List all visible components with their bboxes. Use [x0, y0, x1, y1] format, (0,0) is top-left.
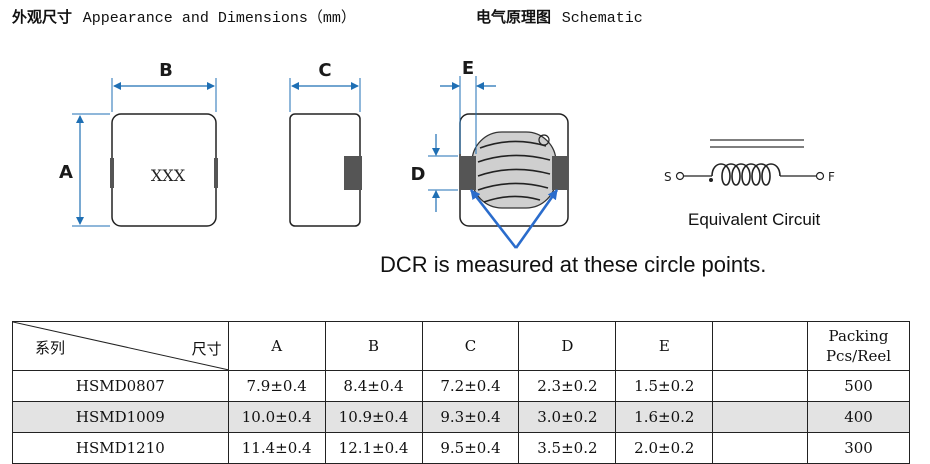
- table-row: HSMD0807 7.9±0.4 8.4±0.4 7.2±0.4 2.3±0.2…: [12, 370, 910, 402]
- value-cell-d: 3.5±0.2: [518, 432, 617, 464]
- series-cell: HSMD1009: [12, 401, 229, 433]
- value-cell-blank: [712, 401, 809, 433]
- value-cell-b: 10.9±0.4: [324, 401, 423, 433]
- dcr-note: DCR is measured at these circle points.: [380, 252, 767, 277]
- coil-view: E D: [411, 58, 569, 249]
- top-view-right-terminal: [214, 158, 218, 188]
- dcr-arrow-right: [514, 189, 559, 249]
- col-header-packing: Packing Pcs/Reel: [807, 321, 910, 371]
- corner-size-label: 尺寸: [191, 340, 222, 358]
- value-cell-d: 3.0±0.2: [518, 401, 617, 433]
- appearance-heading: 外观尺寸 Appearance and Dimensions（mm）: [12, 6, 356, 27]
- col-header-blank: [712, 321, 809, 371]
- series-cell: HSMD0807: [12, 370, 229, 402]
- appearance-heading-cn: 外观尺寸: [12, 8, 73, 26]
- schematic-heading: 电气原理图 Schematic: [476, 6, 643, 27]
- coil-right-terminal: [552, 156, 568, 190]
- col-header-e: E: [615, 321, 714, 371]
- packing-cell: 300: [807, 432, 910, 464]
- col-header-b: B: [324, 321, 423, 371]
- schematic-finish-label: F: [828, 170, 835, 184]
- side-view-terminal: [344, 156, 362, 190]
- col-header-c: C: [421, 321, 520, 371]
- col-header-d: D: [518, 321, 617, 371]
- corner-series-label: 系列: [35, 339, 66, 357]
- part-marking: XXX: [151, 166, 186, 185]
- top-view-left-terminal: [110, 158, 114, 188]
- schematic-heading-en: Schematic: [561, 10, 643, 27]
- value-cell-blank: [712, 432, 809, 464]
- packing-cell: 400: [807, 401, 910, 433]
- dimension-table: 系列 尺寸 A B C D E Packing Pcs/Reel HSMD080…: [12, 321, 910, 464]
- top-view: XXX B A: [59, 60, 218, 227]
- value-cell-e: 2.0±0.2: [615, 432, 714, 464]
- dim-c-label: C: [318, 60, 331, 81]
- value-cell-c: 9.5±0.4: [421, 432, 520, 464]
- dim-a-label: A: [59, 162, 73, 183]
- value-cell-a: 11.4±0.4: [227, 432, 326, 464]
- appearance-heading-en: Appearance and Dimensions（mm）: [82, 10, 356, 27]
- dimension-drawing: XXX B A C E D: [59, 58, 835, 249]
- corner-cell: 系列 尺寸: [12, 321, 229, 371]
- value-cell-b: 12.1±0.4: [324, 432, 423, 464]
- inductor-schematic: S F: [664, 139, 835, 186]
- value-cell-blank: [712, 370, 809, 402]
- dim-b-label: B: [159, 60, 173, 81]
- table-row: HSMD1009 10.0±0.4 10.9±0.4 9.3±0.4 3.0±0…: [12, 401, 910, 433]
- schematic-start-label: S: [664, 170, 672, 184]
- schematic-heading-cn: 电气原理图: [476, 8, 552, 26]
- value-cell-e: 1.5±0.2: [615, 370, 714, 402]
- value-cell-e: 1.6±0.2: [615, 401, 714, 433]
- equivalent-circuit-caption: Equivalent Circuit: [688, 210, 821, 229]
- value-cell-c: 9.3±0.4: [421, 401, 520, 433]
- value-cell-d: 2.3±0.2: [518, 370, 617, 402]
- polarity-dot-icon: [709, 178, 713, 182]
- dim-d-label: D: [411, 164, 426, 185]
- value-cell-b: 8.4±0.4: [324, 370, 423, 402]
- series-cell: HSMD1210: [12, 432, 229, 464]
- coil-symbol-icon: [711, 163, 781, 186]
- coil-left-terminal: [460, 156, 476, 190]
- start-terminal-icon: [675, 171, 685, 181]
- value-cell-a: 10.0±0.4: [227, 401, 326, 433]
- dcr-arrow-left: [469, 189, 518, 249]
- value-cell-c: 7.2±0.4: [421, 370, 520, 402]
- table-header-row: 系列 尺寸 A B C D E Packing Pcs/Reel: [12, 321, 910, 371]
- col-header-a: A: [227, 321, 326, 371]
- packing-cell: 500: [807, 370, 910, 402]
- table-row: HSMD1210 11.4±0.4 12.1±0.4 9.5±0.4 3.5±0…: [12, 432, 910, 464]
- finish-terminal-icon: [815, 171, 825, 181]
- value-cell-a: 7.9±0.4: [227, 370, 326, 402]
- dim-e-label: E: [462, 58, 474, 79]
- side-view: C: [289, 60, 362, 227]
